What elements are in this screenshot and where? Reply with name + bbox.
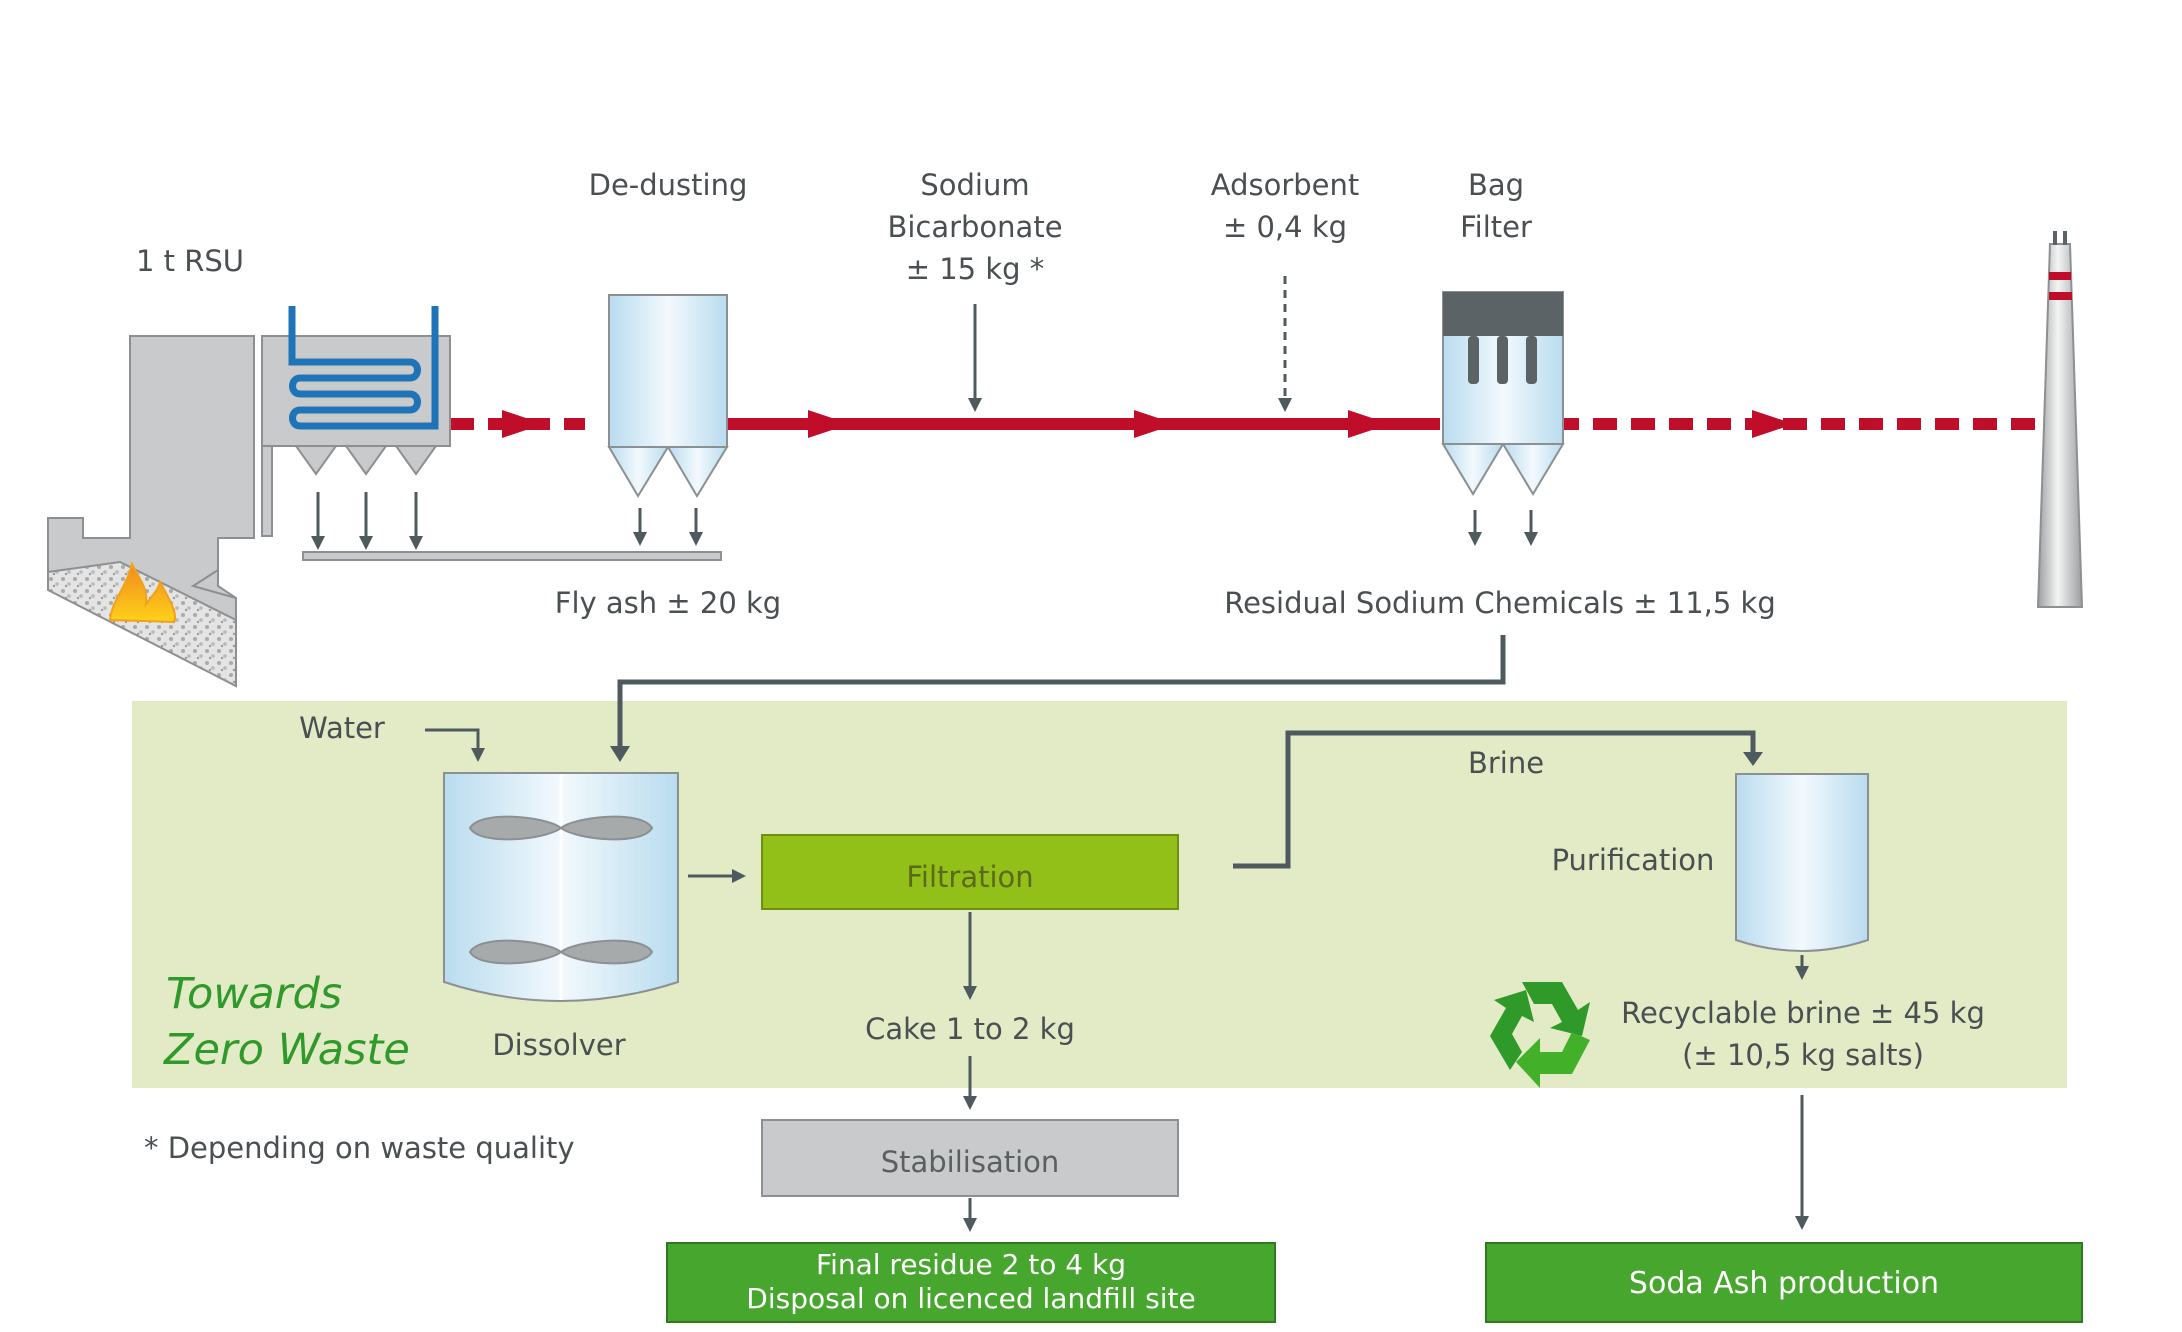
rsu-label: 1 t RSU <box>136 244 244 278</box>
zero-waste-title-line1: Towards <box>166 969 342 1019</box>
sodium-label-line3: ± 15 kg * <box>906 252 1045 286</box>
sodium-label-line2: Bicarbonate <box>887 210 1062 244</box>
dedusting-label: De-dusting <box>589 168 748 202</box>
purification-label: Purification <box>1552 843 1715 877</box>
flow-arrow-icon <box>1348 410 1390 438</box>
footnote: * Depending on waste quality <box>144 1131 575 1165</box>
bag-filter <box>1441 291 1565 546</box>
stabilisation-label: Stabilisation <box>881 1145 1060 1179</box>
final-residue-label-line2: Disposal on licenced landfill site <box>746 1282 1195 1315</box>
residual-to-dissolver-line <box>617 635 1506 750</box>
recycle-icon <box>1490 982 1590 1088</box>
flow-arrow-icon <box>808 410 850 438</box>
dedusting-silo <box>607 294 729 546</box>
dissolver-label: Dissolver <box>492 1028 625 1062</box>
zero-waste-title-line2: Zero Waste <box>163 1025 410 1075</box>
water-arrow <box>425 728 480 752</box>
recyclable-label-line2: (± 10,5 kg salts) <box>1682 1038 1924 1072</box>
soda-ash-label: Soda Ash production <box>1629 1266 1939 1301</box>
recyclable-label-line1: Recyclable brine ± 45 kg <box>1621 996 1985 1030</box>
incinerator-icon <box>47 306 451 688</box>
filtration-label: Filtration <box>906 860 1033 894</box>
purification-vessel <box>1735 773 1869 952</box>
brine-label: Brine <box>1468 746 1544 780</box>
stabilisation-box <box>761 1119 1179 1197</box>
flow-arrow-icon <box>1134 410 1176 438</box>
brine-line <box>1233 730 1756 869</box>
adsorbent-label-line1: Adsorbent <box>1211 168 1360 202</box>
flow-arrow-icon <box>502 410 544 438</box>
residual-label: Residual Sodium Chemicals ± 11,5 kg <box>1224 586 1776 620</box>
bag-filter-label-line1: Bag <box>1468 168 1524 202</box>
fly-ash-label: Fly ash ± 20 kg <box>555 586 781 620</box>
cake-label: Cake 1 to 2 kg <box>865 1012 1075 1046</box>
fly-ash-conveyor <box>302 551 722 561</box>
chimney-icon <box>2036 231 2084 608</box>
dissolver-tank <box>443 772 679 1002</box>
flow-arrow-icon <box>1752 410 1794 438</box>
soda-ash-box <box>1485 1242 2083 1323</box>
flue-gas-line <box>450 410 2035 438</box>
final-residue-label-line1: Final residue 2 to 4 kg <box>816 1248 1126 1281</box>
heat-exchanger-coil-icon <box>288 306 439 430</box>
bag-filter-label-line2: Filter <box>1460 210 1532 244</box>
adsorbent-label-line2: ± 0,4 kg <box>1223 210 1347 244</box>
final-residue-box <box>666 1242 1276 1323</box>
water-label: Water <box>299 711 385 745</box>
filtration-box <box>761 834 1179 910</box>
boiler-ash-arrows <box>311 492 423 550</box>
sodium-label-line1: Sodium <box>920 168 1029 202</box>
